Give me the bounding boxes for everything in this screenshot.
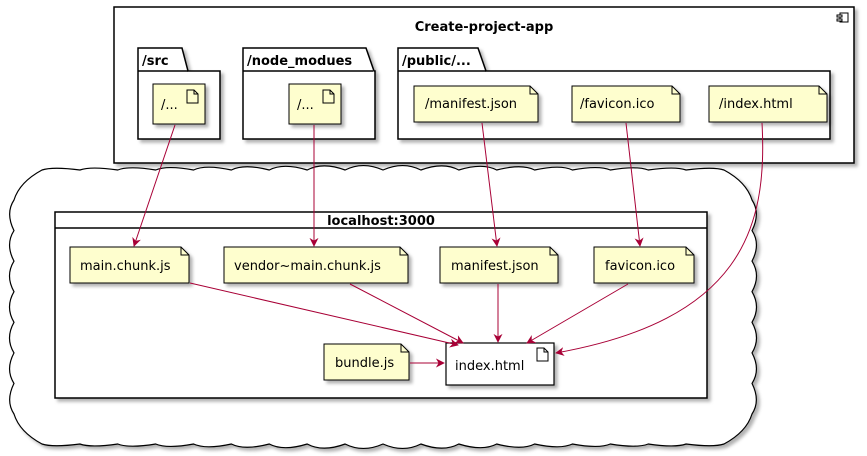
package-label: /node_modues bbox=[247, 54, 352, 69]
arrow-vendor-to-index bbox=[349, 283, 464, 344]
arrows bbox=[132, 122, 764, 368]
note-label: /manifest.json bbox=[425, 97, 517, 112]
arrow-main-chunk-to-index bbox=[189, 282, 459, 348]
component-icon bbox=[836, 12, 849, 23]
artifact-label: /... bbox=[297, 98, 314, 113]
note-public-index: /index.html bbox=[708, 85, 828, 123]
frame-title: localhost:3000 bbox=[327, 214, 435, 229]
artifact-src: /... bbox=[152, 83, 206, 125]
package-label: /public/... bbox=[402, 54, 471, 69]
arrow-favicon-to-favicon bbox=[625, 122, 644, 247]
artifact-index-html: index.html bbox=[445, 342, 555, 386]
package-label: /src bbox=[142, 54, 169, 69]
note-manifest: manifest.json bbox=[439, 246, 559, 284]
note-favicon: favicon.ico bbox=[593, 246, 695, 284]
artifact-node-modules: /... bbox=[288, 83, 342, 125]
note-label: favicon.ico bbox=[605, 259, 675, 274]
note-label: bundle.js bbox=[335, 356, 394, 371]
artifact-label: index.html bbox=[455, 359, 524, 374]
arrow-manifest-to-manifest bbox=[481, 122, 501, 247]
package-src: /src /... bbox=[137, 47, 221, 140]
note-label: manifest.json bbox=[451, 259, 539, 274]
arrow-index-to-index bbox=[555, 122, 764, 356]
artifact-label: /... bbox=[161, 98, 178, 113]
file-icon bbox=[186, 89, 199, 104]
note-label: /favicon.ico bbox=[580, 97, 654, 112]
arrow-src-to-main-chunk bbox=[132, 124, 176, 247]
package-node-modues: /node_modues /... bbox=[242, 47, 376, 140]
note-public-favicon: /favicon.ico bbox=[571, 85, 681, 123]
note-vendor-chunk: vendor~main.chunk.js bbox=[223, 246, 409, 284]
frame-localhost: localhost:3000 main.chunk.js vendor~main… bbox=[54, 211, 708, 399]
file-icon bbox=[536, 347, 549, 362]
note-label: main.chunk.js bbox=[80, 259, 171, 274]
component-title: Create-project-app bbox=[415, 20, 554, 35]
note-label: vendor~main.chunk.js bbox=[234, 259, 381, 274]
file-icon bbox=[322, 89, 335, 104]
arrow-favicon-to-index bbox=[526, 283, 629, 344]
note-public-manifest: /manifest.json bbox=[413, 85, 539, 123]
note-main-chunk: main.chunk.js bbox=[69, 246, 190, 284]
package-public: /public/... /manifest.json /favicon.ico … bbox=[397, 47, 831, 140]
note-bundle: bundle.js bbox=[323, 343, 410, 381]
note-label: /index.html bbox=[719, 97, 793, 112]
